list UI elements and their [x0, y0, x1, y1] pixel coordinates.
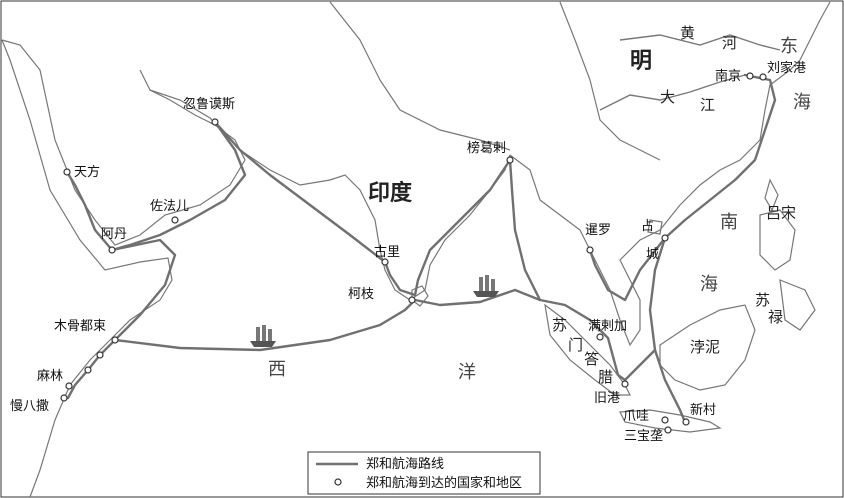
route-southeast-asia-to-malacca: [513, 288, 657, 382]
place-dot-sanbaolong: [664, 426, 672, 434]
label-lu: 禄: [768, 308, 783, 326]
place-dot-route-stop-1: [96, 351, 104, 359]
place-dot-zhancheng: [661, 234, 669, 242]
route-across-indian-ocean-east: [413, 288, 517, 307]
place-label-mugudushu: 木骨都束: [54, 319, 106, 334]
label-sumendala-2: 门: [568, 336, 583, 354]
place-label-xianluo: 暹罗: [585, 223, 611, 238]
route-malacca-to-bengal: [508, 158, 542, 302]
label-lvsong: 吕宋: [766, 204, 796, 222]
legend-box: [307, 451, 541, 495]
place-label-kezhi: 柯枝: [348, 287, 374, 302]
place-label-adan: 阿丹: [101, 227, 127, 242]
legend-place-swatch: [334, 478, 342, 486]
place-dot-manbasa: [60, 394, 68, 402]
place-dot-kezhi: [408, 296, 416, 304]
place-label-zuofaer: 佐法儿: [150, 199, 189, 214]
place-label-zhancheng-1: 占: [641, 219, 654, 234]
label-yang: 洋: [458, 362, 476, 383]
region-yindu: 印度: [368, 180, 413, 206]
yellow-river: [619, 34, 781, 51]
label-da: 大: [660, 88, 675, 106]
route-zhancheng-to-xianluo: [588, 236, 667, 302]
place-dot-malin: [65, 382, 73, 390]
route-to-hormuz: [213, 120, 387, 264]
place-dot-jiugang: [621, 380, 629, 388]
place-dot-nanjing: [746, 72, 754, 80]
ship-icons: [250, 275, 499, 347]
yangtze-river: [599, 74, 746, 111]
label-sumendala-4: 腊: [598, 368, 613, 386]
route-ceylon-to-guli: [383, 260, 417, 297]
ship-icon-east: [473, 275, 499, 297]
place-label-tianfang: 天方: [74, 164, 100, 180]
place-dot-banggela: [506, 156, 514, 164]
label-nan: 南: [720, 212, 738, 233]
label-sumendala-3: 答: [584, 350, 599, 368]
route-across-indian-ocean-west: [113, 298, 417, 352]
place-label-xincun: 新村: [690, 402, 716, 418]
label-hai2: 海: [700, 274, 718, 295]
place-label-hulumosi: 忽鲁谟斯: [183, 97, 235, 112]
voyage-routes: [65, 73, 777, 424]
place-label-zhancheng-2: 城: [646, 247, 659, 262]
place-label-manbasa: 慢八撒: [10, 398, 49, 414]
place-dot-mugudushu: [111, 336, 119, 344]
label-boni: 浡泥: [690, 338, 720, 356]
place-label-nanjing: 南京: [715, 68, 741, 84]
ship-icon-west: [250, 325, 276, 347]
route-to-mecca: [65, 170, 114, 252]
region-ming: 明: [630, 49, 652, 74]
label-xi: 西: [268, 359, 286, 380]
label-jiang: 江: [700, 96, 715, 114]
route-bengal-to-ceylon: [413, 158, 512, 297]
label-hai1: 海: [793, 92, 811, 113]
place-label-zhuawa: 爪哇: [623, 409, 649, 424]
place-dot-guli: [381, 258, 389, 266]
place-label-banggela: 榜葛剌: [467, 140, 506, 156]
route-to-arabia: [110, 120, 247, 252]
route-aden-to-east-africa: [110, 238, 177, 342]
label-su: 苏: [755, 291, 770, 309]
legend-route-label: 郑和航海路线: [366, 456, 444, 472]
label-he: 河: [722, 34, 737, 52]
place-dot-zhuawa: [661, 416, 669, 424]
label-huang: 黄: [680, 24, 695, 42]
legend: 郑和航海路线 郑和航海到达的国家和地区: [307, 451, 541, 495]
place-dot-xianluo: [586, 246, 594, 254]
legend-place-label: 郑和航海到达的国家和地区: [366, 475, 522, 491]
place-dot-hulumosi: [211, 118, 219, 126]
places: 南京 刘家港 占 城 占城 暹罗 满剌加 旧港 爪哇 三宝垄 新村 榜葛剌 古里…: [10, 60, 806, 444]
region-labels: 明 印度 黄 河 大 江 东 海 南 海 吕宋 苏 禄 浡泥 苏 门 答 腊 西…: [268, 24, 811, 386]
place-label-guli: 古里: [374, 245, 400, 260]
place-dot-xincun: [682, 418, 690, 426]
label-dong: 东: [780, 36, 798, 57]
place-label-jiugang: 旧港: [594, 391, 620, 406]
place-dot-tianfang: [63, 168, 71, 176]
place-dot-zuofaer: [171, 216, 179, 224]
place-label-malin: 麻林: [37, 369, 63, 384]
place-label-liujiagang: 刘家港: [767, 60, 806, 76]
place-dot-manlajia: [596, 333, 604, 341]
place-dot-adan: [108, 246, 116, 254]
place-dot-route-stop-2: [84, 366, 92, 374]
place-label-manlajia: 满剌加: [588, 319, 627, 334]
place-dot-liujiagang: [759, 73, 767, 81]
place-label-sanbaolong: 三宝垄: [624, 429, 663, 444]
route-east-africa-coast: [66, 338, 117, 400]
label-sumendala-1: 苏: [552, 316, 567, 334]
rivers: [599, 34, 781, 111]
route-china-to-southeast-asia: [648, 73, 777, 424]
